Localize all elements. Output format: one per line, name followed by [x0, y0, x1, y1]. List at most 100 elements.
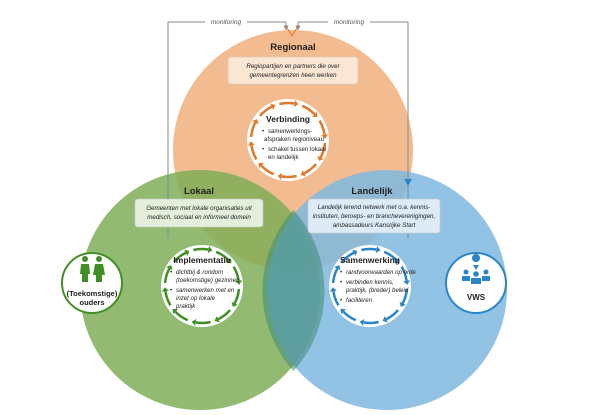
monitoring-label-right: monitoring [334, 19, 365, 26]
landelijk-note-box [307, 198, 441, 234]
cycle-arrow-head [399, 301, 406, 307]
cycle-arrow-head [226, 257, 232, 264]
lokaal-item-5: praktijk [175, 303, 196, 310]
vws-label: VWS [467, 293, 486, 302]
ouders-badge: (Toekomstige) ouders [61, 252, 123, 314]
cycle-arrow-segment [361, 247, 377, 252]
cycle-arrow-head [172, 308, 178, 315]
cycle-arrow-head [207, 246, 213, 253]
cycle-arrow-segment [281, 174, 297, 179]
lokaal-note-line-1: Gemeenten met lokale organisaties uit [146, 205, 252, 212]
lokaal-note-line-2: medisch, sociaal en informeel domein [147, 214, 251, 221]
regionaal-bullet-1: • [262, 128, 264, 135]
cycle-arrow-head [252, 119, 259, 125]
cycle-arrow-segment [164, 290, 172, 306]
lokaal-item-2: (toekomstige) gezinnen [176, 277, 240, 284]
cycle-arrow-head [231, 301, 238, 307]
regionaal-inner-disc [247, 99, 329, 181]
overlap-lokaal-landelijk [262, 210, 325, 371]
regionaal-item-4: en landelijk [268, 154, 299, 161]
cycle-arrow-head [394, 257, 400, 264]
cycle-arrow-head [191, 319, 197, 326]
cycle-arrow-head [184, 249, 190, 256]
lokaal-inner-disc [161, 245, 243, 327]
regionaal-item-1: samenwerkings- [268, 128, 312, 135]
landelijk-bullet-3: • [340, 297, 342, 304]
cycle-arrow-head [317, 155, 324, 161]
cycle-arrow-segment [279, 101, 295, 106]
ouders-label-line-2: ouders [79, 298, 104, 307]
regionaal-item-2: afspraken regioniveau [264, 136, 324, 143]
lokaal-bullet-2: • [170, 287, 172, 294]
cycle-arrow-head [258, 162, 264, 169]
cycle-arrow-segment [250, 144, 258, 160]
cycle-arrow-head [382, 316, 388, 323]
landelijk-cycle-arrows [329, 246, 411, 326]
cycle-arrow-segment [195, 320, 211, 325]
cycle-arrow-segment [232, 266, 240, 282]
cycle-arrow-head [334, 265, 341, 271]
cycle-arrow-segment [193, 247, 209, 252]
landelijk-note-line-2: instituten, beroeps- en brancheverenigin… [313, 213, 435, 220]
cycle-arrow-segment [301, 104, 316, 116]
regionaal-bullet-2: • [262, 146, 264, 153]
cycle-arrow-head [277, 173, 283, 180]
cycle-arrow-head [375, 246, 381, 253]
cycle-arrow-segment [383, 250, 398, 262]
cycle-arrow-head [329, 287, 337, 292]
regionaal-center-title: Verbinding [266, 114, 310, 124]
cycle-arrow-head [340, 308, 346, 315]
regionaal-note-line-1: Regiopartijen en partners die over [246, 63, 340, 70]
cycle-arrow-segment [215, 250, 230, 262]
landelijk-note-line-1: Landelijk lerend netwerk met o.a. kennis… [318, 204, 430, 211]
cycle-arrow-head [359, 319, 365, 326]
lokaal-center-title: Implementatie [173, 255, 230, 265]
cycle-arrow-segment [174, 310, 189, 322]
cycle-arrow-head [214, 316, 220, 323]
cycle-arrow-segment [342, 310, 357, 322]
lokaal-item-1: dichtbij & rondom [176, 269, 223, 276]
cycle-arrow-head [235, 280, 243, 285]
lokaal-note-box [134, 198, 264, 228]
cycle-arrow-head [247, 141, 255, 146]
cycle-arrow-segment [332, 290, 340, 306]
cycle-arrow-head [321, 134, 329, 139]
cycle-arrow-head [352, 249, 358, 256]
cycle-arrow-head [312, 111, 318, 118]
landelijk-item-3: praktijk, (breder) beleid [345, 287, 409, 294]
cycle-arrow-head [403, 280, 411, 285]
cycle-arrow-head [300, 170, 306, 177]
regionaal-cycle-arrows [247, 100, 329, 180]
cycle-arrow-segment [260, 164, 275, 176]
landelijk-bullet-2: • [340, 279, 342, 286]
regionaal-item-3: schakel tussen lokaal [268, 146, 326, 153]
landelijk-item-2: verbinden kennis, [346, 279, 394, 286]
cycle-arrow-segment [318, 120, 326, 136]
landelijk-inner-disc [329, 245, 411, 327]
regionaal-note-line-2: gemeentegrenzen heen werken [249, 72, 337, 79]
cycle-arrow-head [166, 265, 173, 271]
ouders-label-line-1: (Toekomstige) [67, 289, 118, 298]
monitoring-arrow-orange [285, 25, 299, 37]
regionaal-note-box [227, 56, 359, 85]
landelijk-item-4: faciliteren [346, 297, 373, 304]
monitoring-label-left: monitoring [211, 19, 242, 26]
cycle-arrow-head [293, 100, 299, 107]
monitoring-arrow-blue [404, 179, 412, 186]
cycle-arrow-head [161, 287, 169, 292]
vws-badge: VWS [445, 252, 507, 314]
parents-icon [80, 256, 105, 282]
lokaal-cycle-arrows [161, 246, 243, 326]
lokaal-bullet-1: • [170, 269, 172, 276]
landelijk-note-line-3: ambassadeurs Kansrijke Start [333, 222, 416, 229]
cycle-arrow-head [270, 103, 276, 110]
cycle-arrow-segment [363, 320, 379, 325]
landelijk-bullet-1: • [340, 269, 342, 276]
landelijk-title: Landelijk [351, 186, 393, 197]
people-network-icon [462, 254, 490, 284]
cycle-arrow-segment [400, 266, 408, 282]
lokaal-item-4: inzet op lokale [176, 295, 216, 302]
lokaal-title: Lokaal [184, 186, 214, 197]
landelijk-center-title: Samenwerking [340, 255, 400, 265]
